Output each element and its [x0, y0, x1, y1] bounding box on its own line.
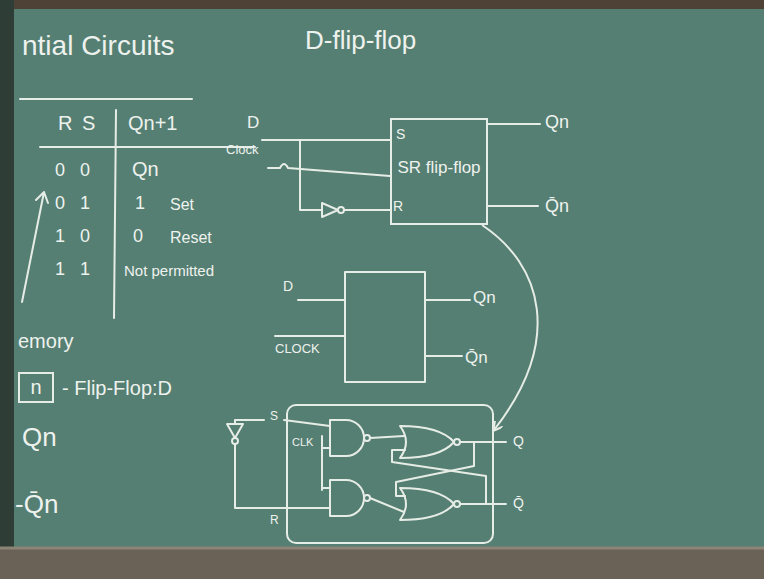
- block-box: n: [18, 372, 54, 403]
- chalk-label: 1: [135, 193, 145, 214]
- wire: [322, 487, 330, 489]
- chalk-label: R: [58, 112, 72, 135]
- wire: [275, 335, 345, 337]
- chalk-label: R: [393, 198, 403, 214]
- wire: [488, 205, 538, 207]
- feedback-wire: [392, 450, 486, 504]
- chalk-label: Reset: [170, 229, 212, 247]
- wire: [322, 447, 330, 449]
- wire: [262, 139, 390, 141]
- d-flip-flop-block: [345, 272, 425, 382]
- underline: [20, 98, 192, 100]
- nand-gate: [330, 420, 364, 456]
- chalk-label: -Q̄n: [15, 490, 58, 520]
- chalk-label: Not permitted: [124, 262, 214, 279]
- chalk-label: Q̄: [513, 495, 524, 511]
- table-rule: [40, 146, 255, 148]
- chalk-label: S: [82, 112, 95, 135]
- wire: [425, 355, 462, 357]
- chalk-label: Qn: [545, 112, 569, 133]
- wire: [370, 436, 404, 438]
- chalk-label: D: [247, 113, 259, 133]
- chalk-label: Qn+1: [128, 112, 177, 135]
- node-text: n: [24, 375, 48, 399]
- wire: [425, 299, 470, 301]
- wire: [460, 503, 506, 505]
- node-text: CLK: [292, 436, 488, 449]
- wire: [298, 299, 345, 301]
- chalk-label: emory: [18, 330, 74, 353]
- nor-gate: [400, 426, 454, 458]
- chalk-label: Qn: [473, 288, 496, 308]
- node-text: SR flip-flop: [396, 158, 482, 178]
- block-box: SR flip-flop: [390, 118, 488, 225]
- chalk-label: ntial Circuits: [22, 30, 174, 62]
- chalk-label: Q̄n: [545, 196, 569, 217]
- chalk-label: 0: [55, 160, 65, 181]
- wire: [268, 164, 390, 176]
- ledge-edge: [0, 547, 764, 550]
- inverter-symbol: [322, 203, 338, 217]
- wire: [235, 444, 330, 508]
- chalk-label: 1: [80, 259, 90, 280]
- chalk-label: 0: [133, 226, 143, 247]
- chalk-label: Qn: [22, 423, 57, 453]
- chalk-label: Set: [170, 196, 194, 214]
- chalk-label: CLOCK: [275, 342, 320, 357]
- chalk-label: 1: [80, 193, 90, 214]
- chalk-label: 0: [55, 193, 65, 214]
- inverter-symbol: [227, 424, 243, 438]
- wire: [460, 441, 506, 443]
- board-edge: [0, 0, 14, 579]
- wire: [284, 420, 330, 426]
- nand-gate: [330, 480, 364, 516]
- chalk-label: 0: [80, 226, 90, 247]
- wire: [488, 123, 540, 125]
- wire: [300, 140, 322, 210]
- title: D-flip-flop: [305, 26, 416, 56]
- board-frame: [0, 0, 764, 9]
- wire: [321, 436, 323, 490]
- chalk-label: 0: [80, 160, 90, 181]
- wire: [370, 498, 404, 512]
- chalk-label: 1: [55, 226, 65, 247]
- chalk-label: Qn: [132, 158, 159, 181]
- wire: [344, 209, 390, 211]
- memory-arrow: [22, 192, 48, 302]
- chalk-label: - Flip-Flop:D: [62, 377, 172, 400]
- chalk-ledge: [0, 548, 764, 579]
- table-rule: [114, 110, 116, 318]
- chalk-label: S: [270, 410, 278, 424]
- chalk-label: D: [283, 278, 293, 294]
- chalk-label: 1: [55, 259, 65, 280]
- chalk-label: R: [270, 514, 279, 528]
- nor-gate: [400, 488, 454, 520]
- chalk-label: Q̄n: [465, 348, 488, 368]
- chalk-label: Q: [513, 433, 524, 449]
- chalk-label: S: [396, 126, 405, 142]
- chalk-label: Clock: [226, 143, 259, 158]
- circuit-region: CLK: [286, 404, 494, 544]
- curved-arrow: [482, 225, 538, 430]
